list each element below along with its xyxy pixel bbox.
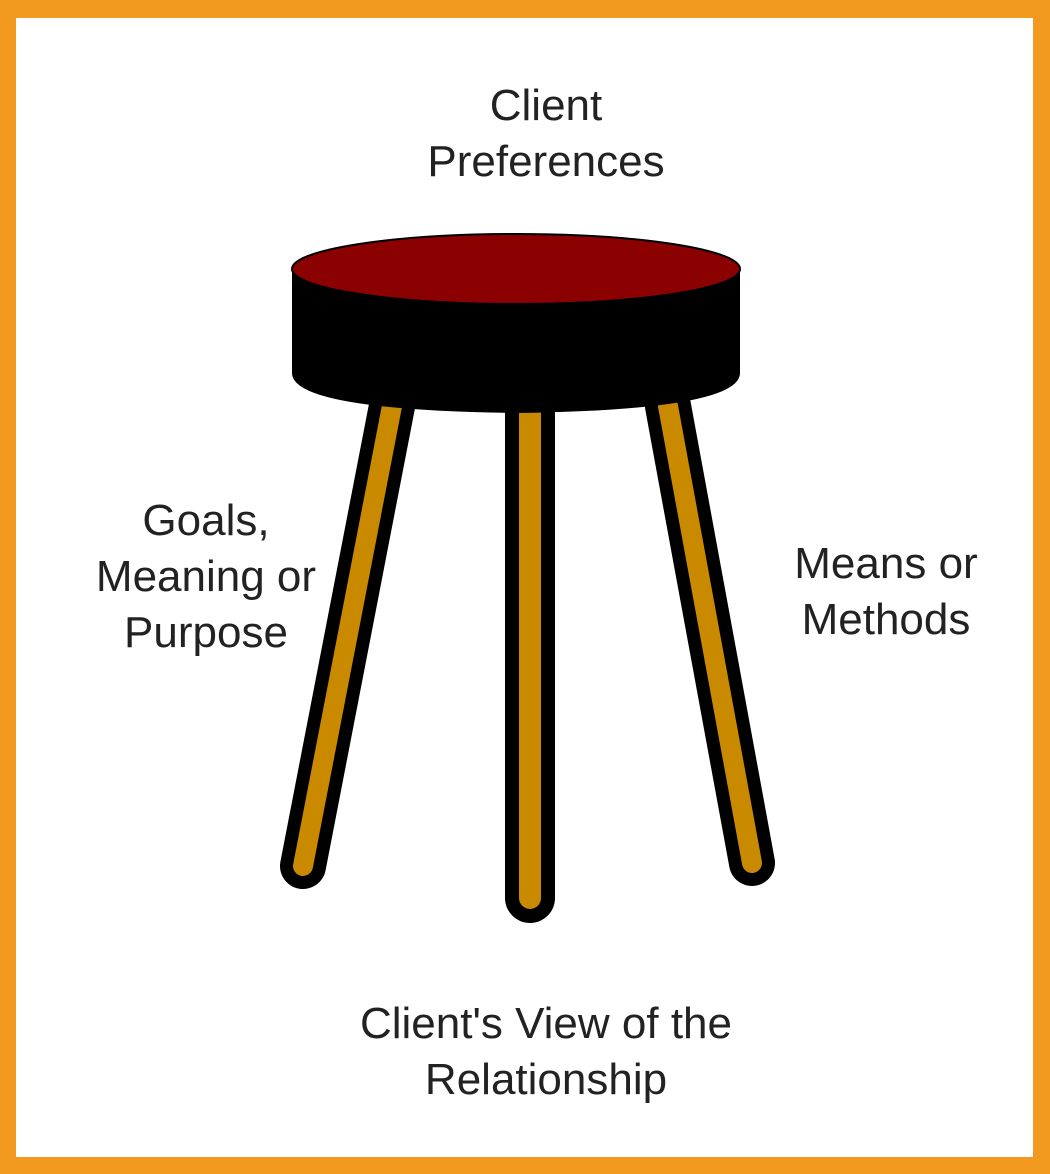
label-line: Relationship: [424, 1055, 668, 1104]
label-line: Means or: [794, 539, 978, 588]
label-line: Preferences: [427, 137, 665, 186]
label-goals-meaning-purpose: Goals, Meaning or Purpose: [56, 493, 356, 661]
stool-seat-top: [291, 233, 741, 305]
stool-leg-left: [280, 383, 415, 889]
label-line: Client's View of the: [359, 999, 732, 1048]
label-client-preferences: Client Preferences: [346, 78, 746, 190]
stool-leg-right: [645, 383, 775, 886]
stool-seat: [291, 233, 741, 413]
label-line: Methods: [801, 595, 971, 644]
label-line: Client: [489, 81, 603, 130]
label-line: Meaning or: [95, 552, 317, 601]
stool-illustration: [280, 233, 775, 923]
label-means-or-methods: Means or Methods: [731, 536, 1033, 648]
label-clients-view-of-relationship: Client's View of the Relationship: [306, 996, 786, 1108]
label-line: Purpose: [124, 608, 288, 657]
label-line: Goals,: [142, 496, 270, 545]
